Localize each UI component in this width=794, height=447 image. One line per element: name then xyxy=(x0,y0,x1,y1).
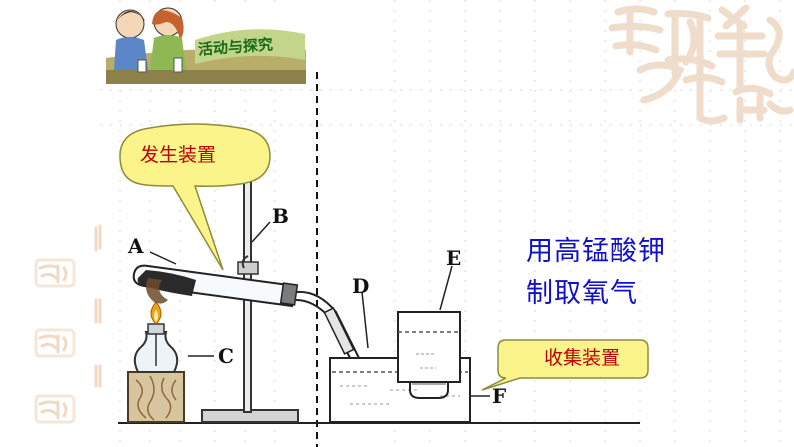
activity-badge xyxy=(103,6,308,88)
label-d: D xyxy=(352,274,370,298)
watermark-seal xyxy=(608,4,794,125)
collection-bottle xyxy=(397,311,461,399)
callout-generation-label: 发生装置 xyxy=(140,144,217,166)
title-line-1: 用高锰酸钾 xyxy=(526,236,666,267)
label-a: A xyxy=(128,234,144,258)
left-seals xyxy=(34,224,102,424)
callout-collection-shape xyxy=(481,339,649,391)
callout-collection-label: 收集装置 xyxy=(544,347,621,369)
label-f: F xyxy=(492,384,507,408)
title-line-2: 制取氧气 xyxy=(526,278,638,309)
wooden-block xyxy=(127,371,185,423)
label-e: E xyxy=(446,246,462,270)
label-b: B xyxy=(272,204,289,228)
test-tube xyxy=(132,264,299,308)
alcohol-lamp xyxy=(133,301,179,373)
leader-lines xyxy=(149,221,490,397)
callout-generation-shape xyxy=(119,123,271,271)
label-c: C xyxy=(218,344,234,368)
